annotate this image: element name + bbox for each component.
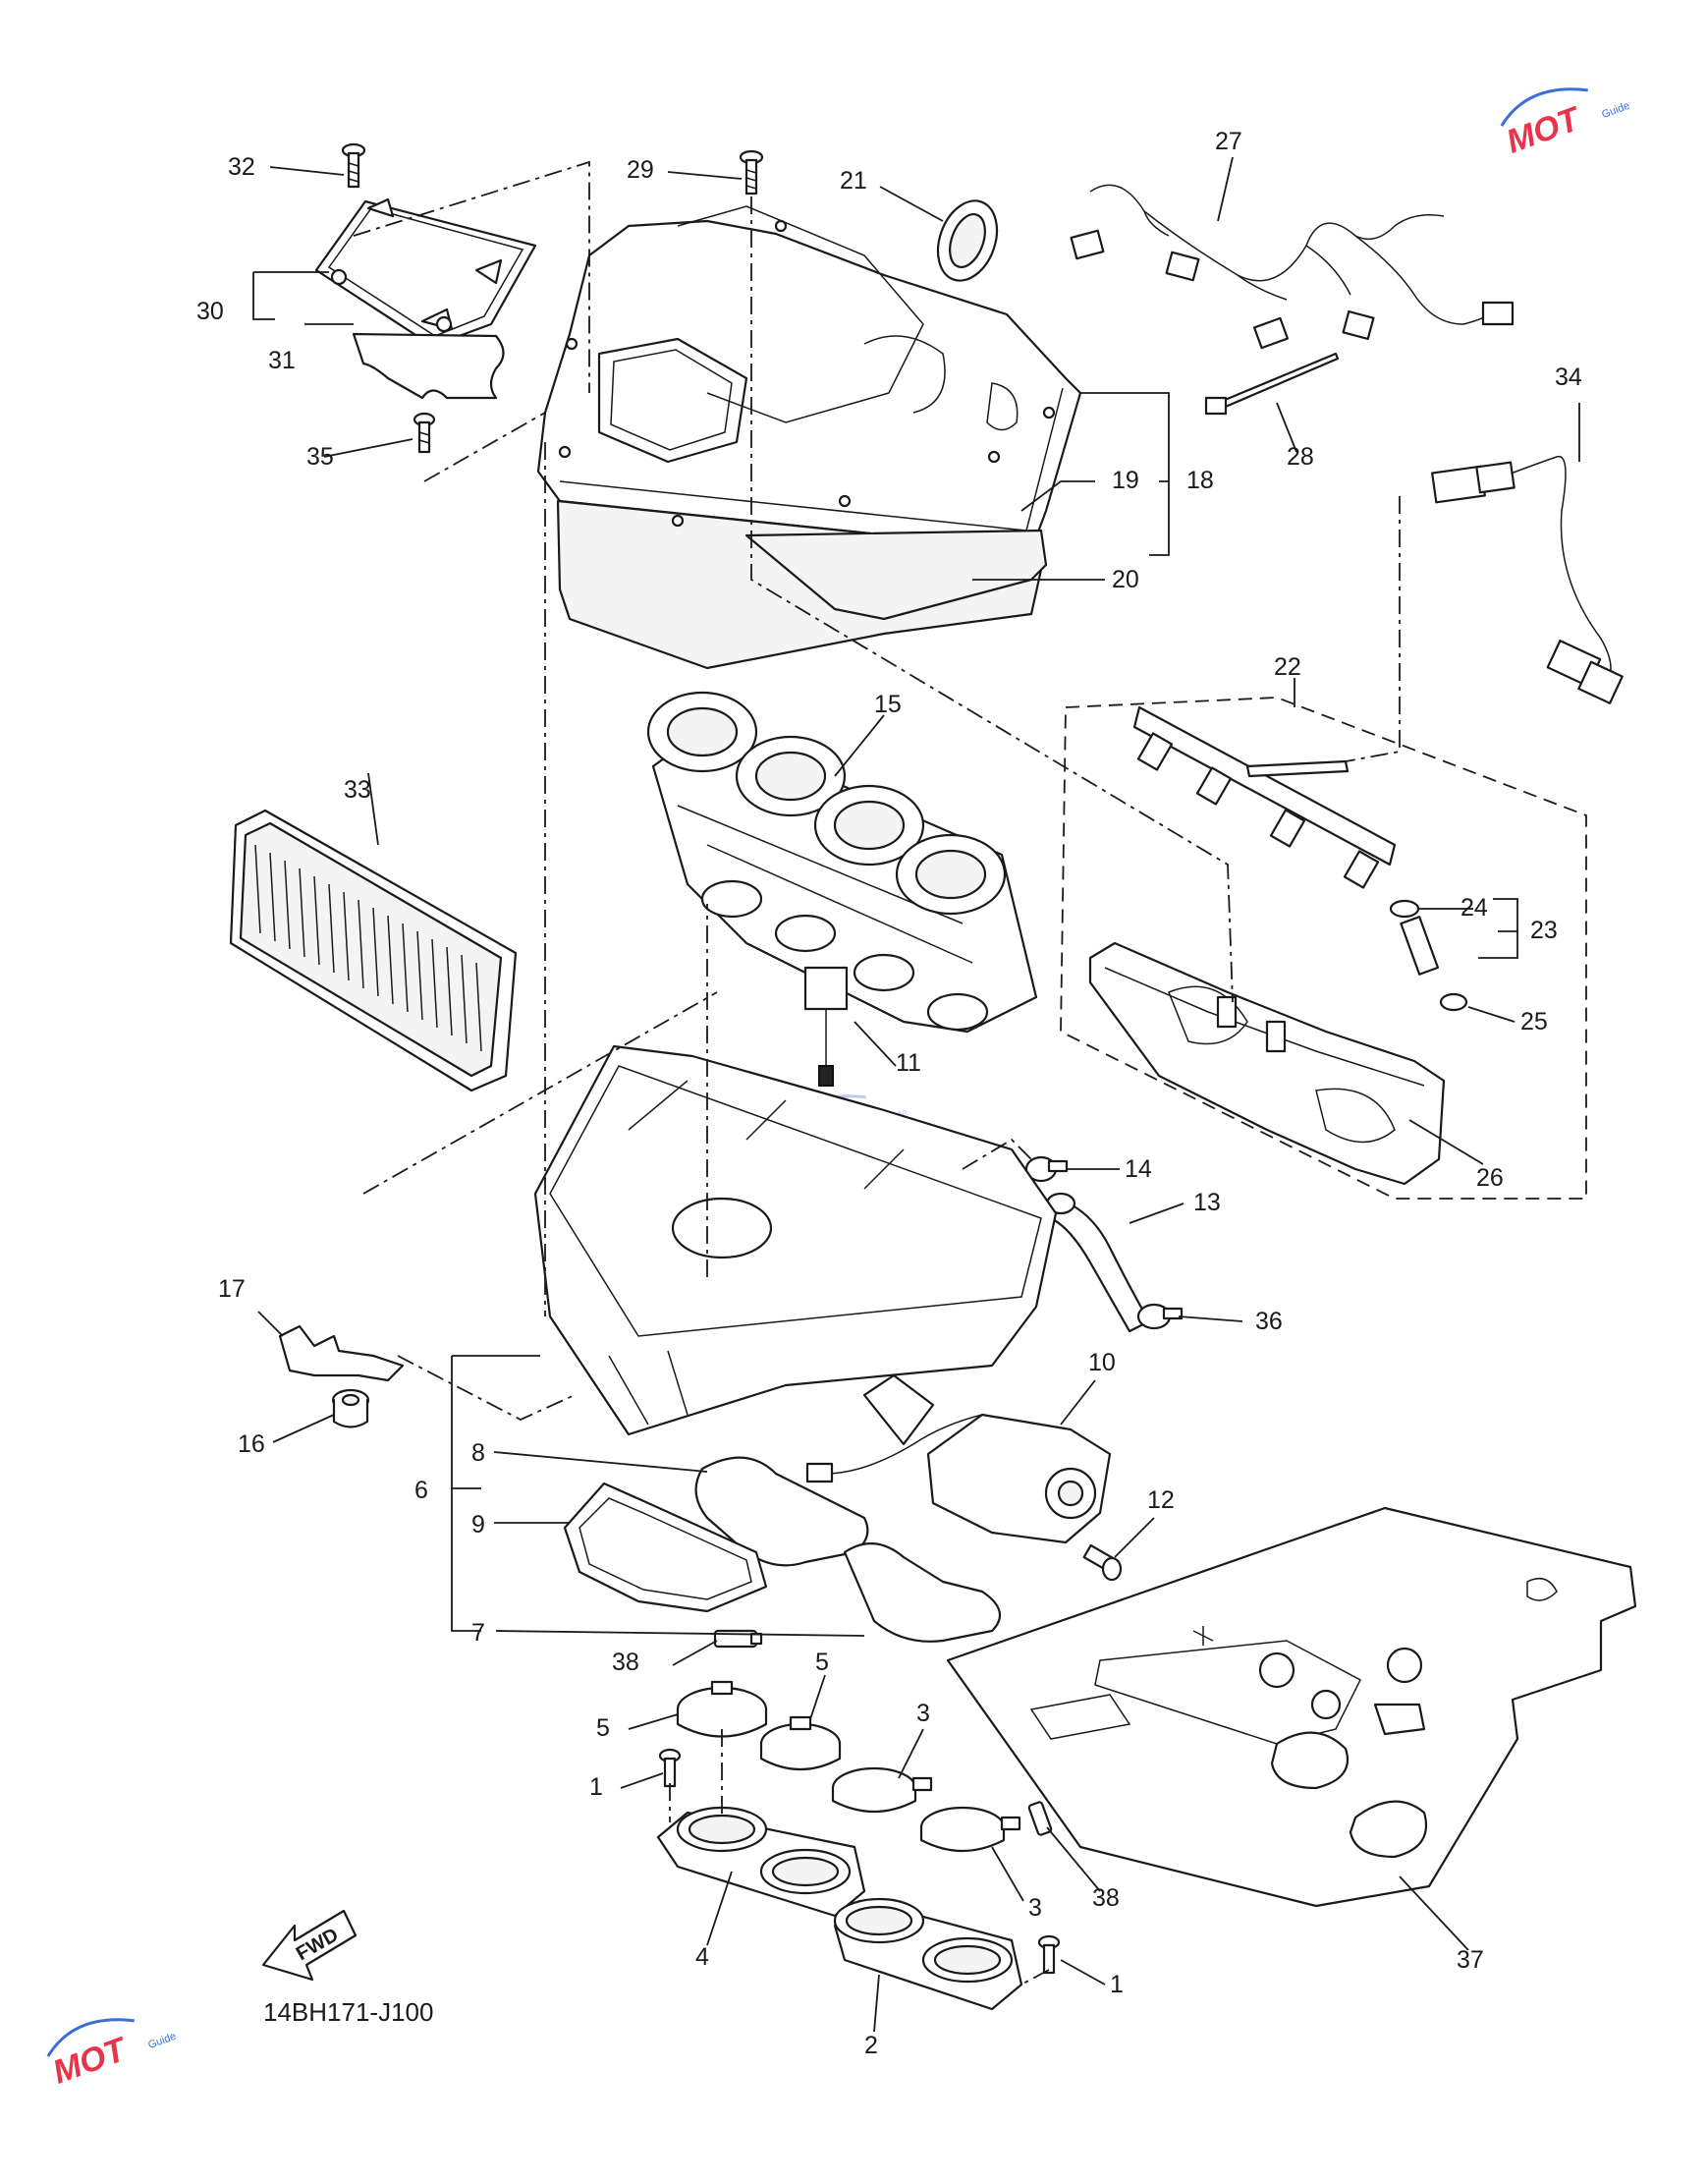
callout-32: 32 <box>228 153 255 181</box>
callout-15: 15 <box>874 691 902 718</box>
part-14-clamp <box>1024 1155 1069 1183</box>
callout-16: 16 <box>238 1430 265 1458</box>
callout-5-top: 5 <box>815 1649 829 1676</box>
part-37-sheet <box>946 1506 1637 1908</box>
part-13-hose <box>1045 1192 1151 1333</box>
watermark-logo-bottom: MOT Guide <box>46 2018 178 2092</box>
callout-7: 7 <box>471 1619 485 1647</box>
callout-1-right: 1 <box>1110 1971 1124 1998</box>
part-21-grommet <box>936 199 999 282</box>
callout-4: 4 <box>695 1943 709 1971</box>
part-15-throttle-body <box>646 691 1038 1034</box>
callout-30: 30 <box>196 298 224 325</box>
part-23-injector <box>1389 899 1468 1012</box>
callout-20: 20 <box>1112 566 1139 593</box>
callout-26: 26 <box>1476 1164 1504 1192</box>
part-1-bolt-a <box>658 1748 682 1788</box>
callout-12: 12 <box>1147 1486 1175 1514</box>
callout-36: 36 <box>1255 1308 1283 1335</box>
part-35-screw <box>413 412 436 454</box>
callout-35: 35 <box>306 443 334 471</box>
callout-28: 28 <box>1287 443 1314 471</box>
callout-8: 8 <box>471 1439 485 1467</box>
callout-13: 13 <box>1193 1189 1221 1216</box>
callout-3-top: 3 <box>916 1700 930 1727</box>
callout-5-left: 5 <box>596 1714 610 1742</box>
part-1-bolt-b <box>1037 1934 1061 1975</box>
leader-lines <box>252 156 1580 2033</box>
callout-27: 27 <box>1215 128 1242 155</box>
watermark-subtext: Guide <box>146 2031 178 2051</box>
diagram-code: 14BH171-J100 <box>263 1997 433 2027</box>
part-10-valve <box>805 1413 1112 1544</box>
part-28-cable-tie <box>1204 352 1340 416</box>
callout-38-right: 38 <box>1092 1884 1120 1912</box>
callout-25: 25 <box>1520 1008 1548 1035</box>
callout-3-bottom: 3 <box>1028 1894 1042 1922</box>
callout-37: 37 <box>1457 1946 1484 1974</box>
part-7-seal <box>843 1542 1002 1643</box>
callout-23: 23 <box>1530 917 1558 944</box>
fwd-arrow-icon: FWD <box>261 1909 358 1982</box>
callout-1-left: 1 <box>589 1773 603 1801</box>
callout-24: 24 <box>1460 894 1488 922</box>
alignment-lines <box>353 160 1401 1986</box>
callout-22: 22 <box>1274 653 1301 681</box>
callout-34: 34 <box>1555 364 1582 391</box>
part-4-joint <box>656 1806 866 1918</box>
callout-6: 6 <box>414 1477 428 1504</box>
part-12-bolt <box>1082 1543 1123 1582</box>
callout-19: 19 <box>1112 467 1139 494</box>
part-26-manifold <box>1088 941 1446 1186</box>
part-36-clamp <box>1136 1303 1184 1330</box>
callout-9: 9 <box>471 1511 485 1539</box>
part-29-screw <box>739 149 764 196</box>
part-34-fuel-hose <box>1431 455 1624 704</box>
part-27-wire-harness <box>1070 184 1515 350</box>
part-16-grommet <box>331 1388 370 1428</box>
callout-31: 31 <box>268 347 296 374</box>
part-5-clamp-a <box>676 1680 768 1738</box>
callout-17: 17 <box>218 1275 246 1303</box>
part-38-clip-lower <box>1027 1801 1053 1836</box>
watermark-logo-top: MOT Guide <box>1500 87 1631 161</box>
callout-14: 14 <box>1125 1155 1152 1183</box>
callout-33: 33 <box>344 776 371 804</box>
part-3-clamp-a <box>831 1766 933 1814</box>
part-33-air-filter <box>229 809 518 1092</box>
part-30-cover <box>314 197 537 348</box>
part-5-clamp-b <box>759 1715 842 1771</box>
part-32-screw <box>341 142 366 189</box>
part-3-clamp-b <box>919 1806 1021 1853</box>
part-18-airbox-top <box>536 205 1082 670</box>
part-31-gasket <box>352 332 505 400</box>
callout-11: 11 <box>896 1049 921 1077</box>
callout-18: 18 <box>1186 467 1214 494</box>
callout-29: 29 <box>627 156 654 184</box>
part-6-airbox-lower <box>533 1044 1058 1446</box>
callout-2: 2 <box>864 2032 878 2059</box>
part-11-sensor <box>803 966 849 1087</box>
watermark-subtext: Guide <box>1600 100 1631 121</box>
callouts: 32 29 21 27 30 31 35 19 18 20 28 34 22 1… <box>196 128 1582 2059</box>
part-9-gasket-frame <box>563 1482 768 1613</box>
callout-21: 21 <box>840 167 867 195</box>
callout-38-top: 38 <box>612 1649 639 1676</box>
part-2-joint <box>833 1897 1023 2011</box>
part-22-fuel-rail <box>1132 705 1397 889</box>
part-17-bracket <box>278 1324 405 1382</box>
callout-10: 10 <box>1088 1349 1116 1376</box>
